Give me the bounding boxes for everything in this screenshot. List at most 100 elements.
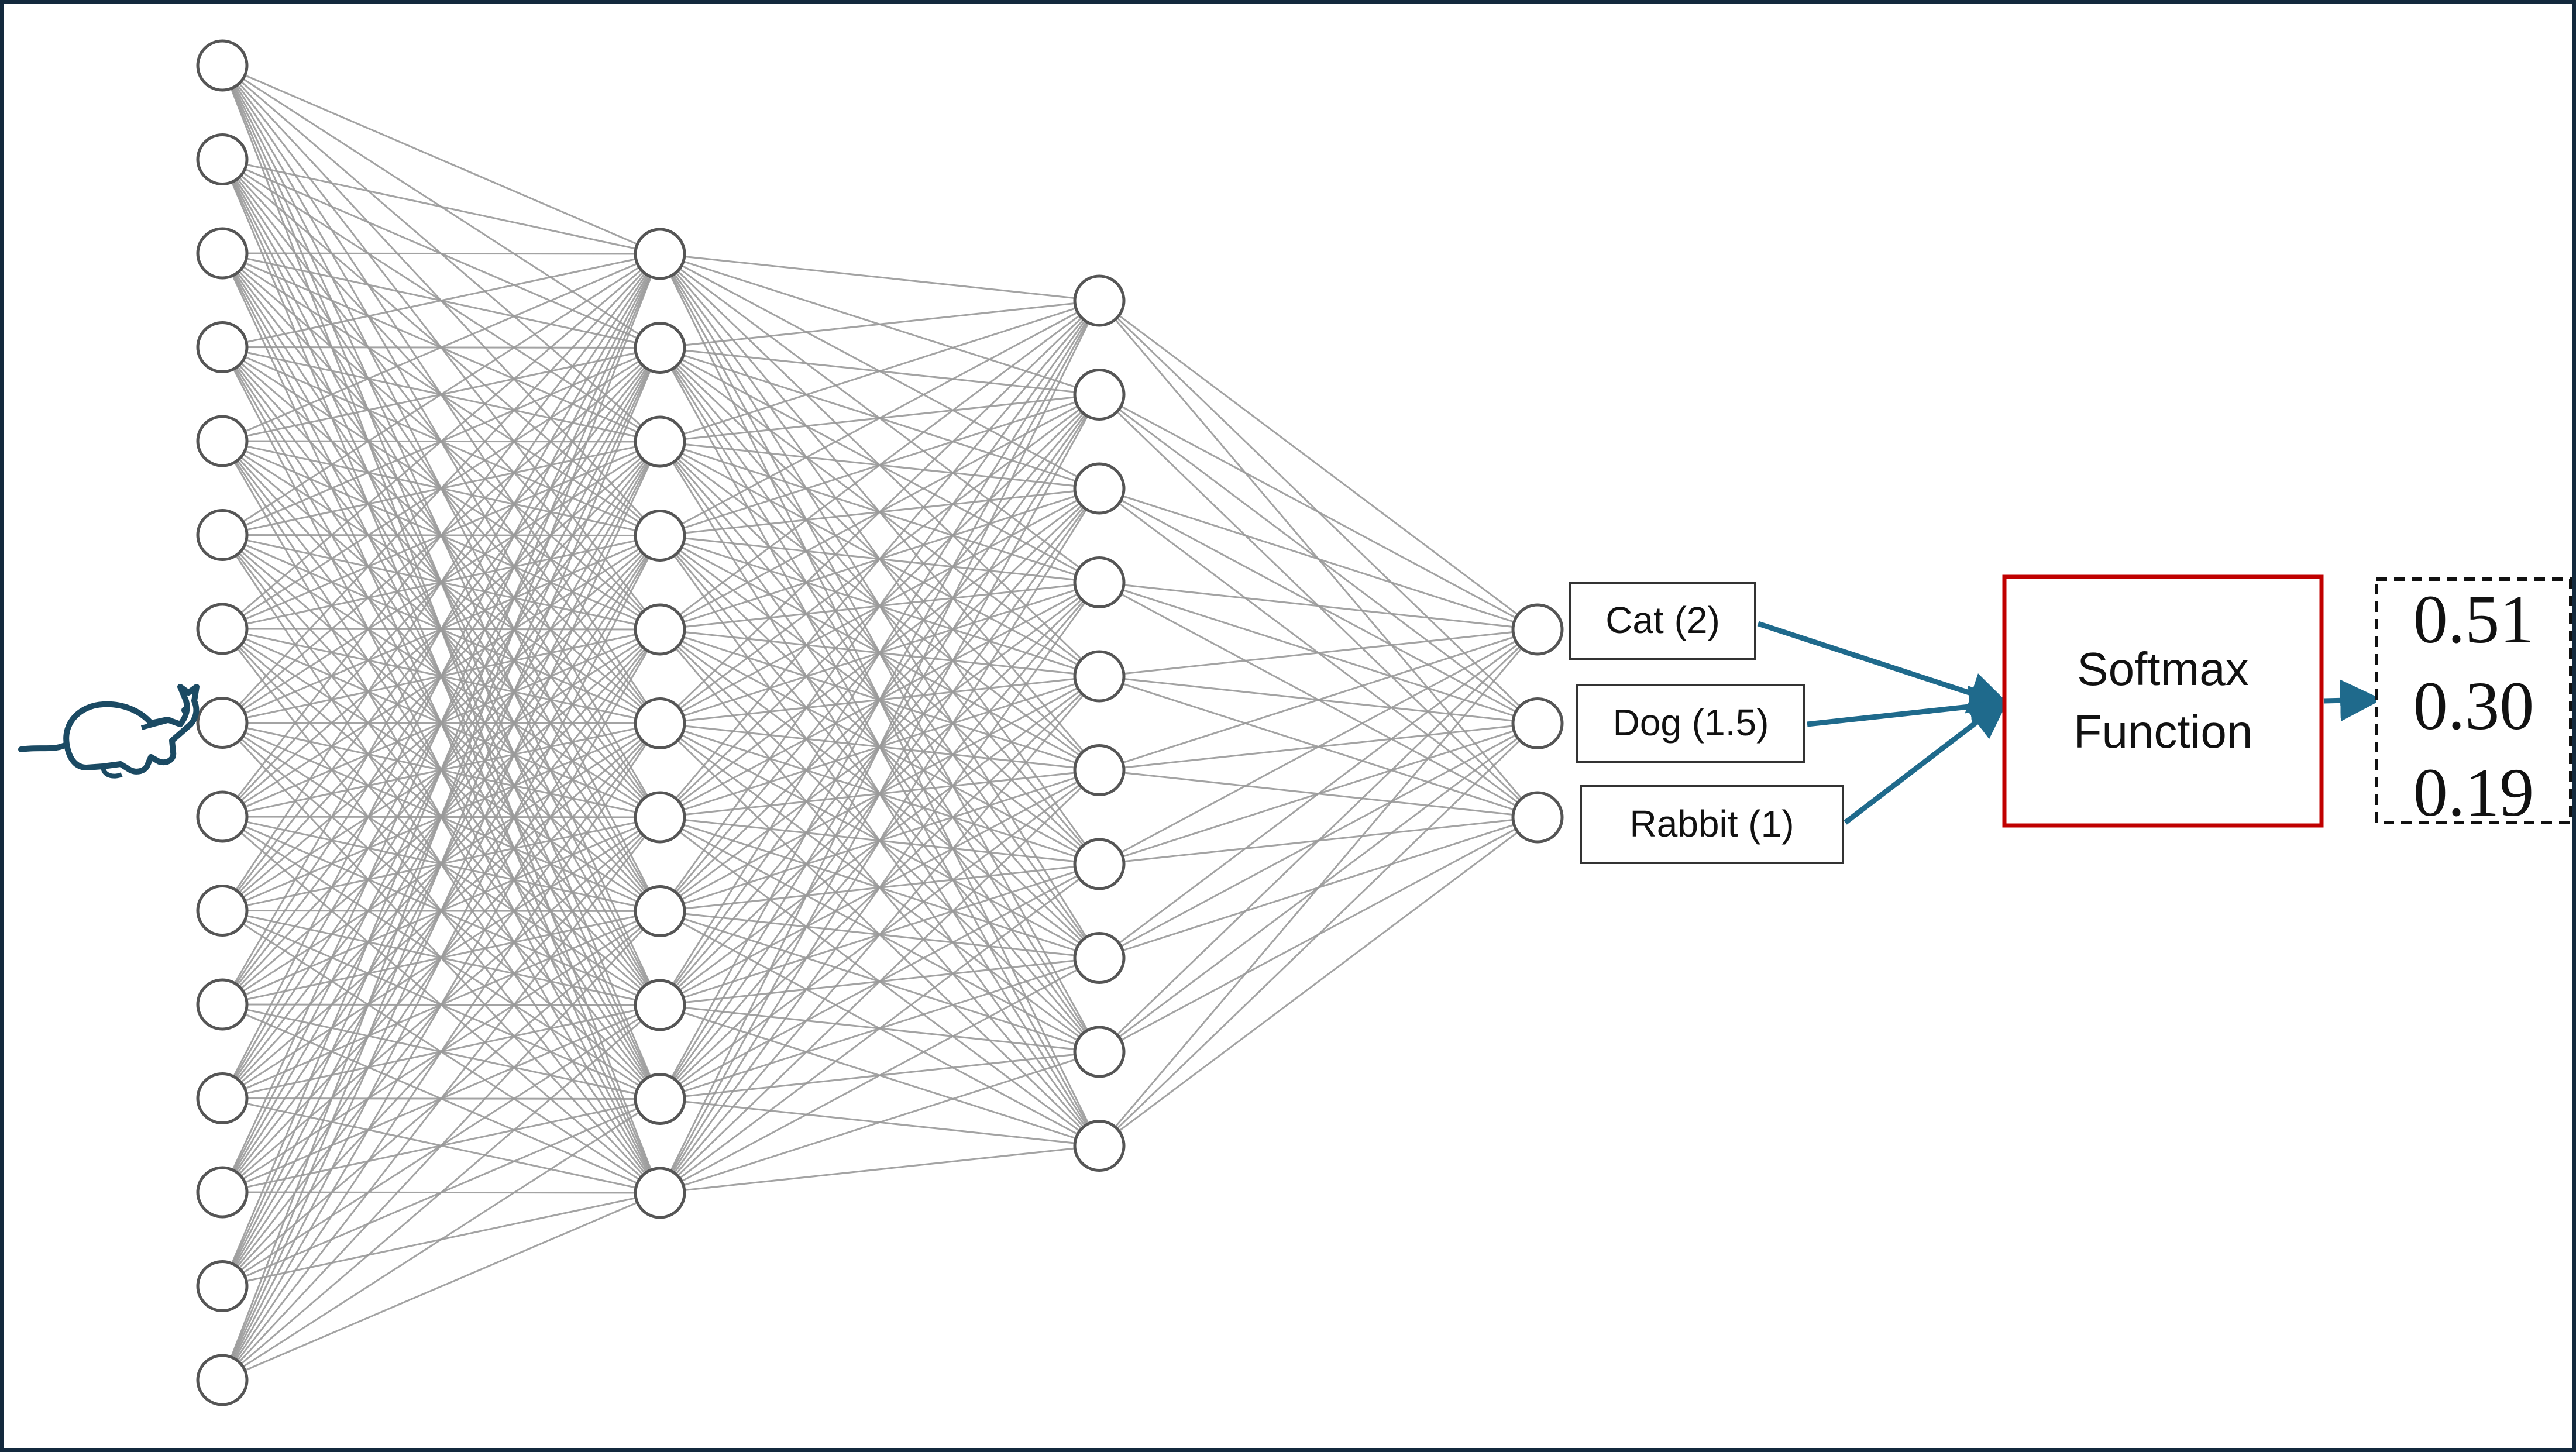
hidden1-node <box>634 791 686 844</box>
connection-edge <box>1099 300 1538 631</box>
connection-edge <box>659 676 1100 1193</box>
connection-edge <box>221 253 661 724</box>
input-node <box>196 603 249 655</box>
connection-edge <box>659 300 1100 1006</box>
connection-edge <box>1099 487 1538 631</box>
logit-cat-label: Cat (2) <box>1605 599 1720 641</box>
output-node <box>1511 791 1564 844</box>
hidden2-node <box>1073 274 1126 327</box>
input-node <box>196 133 249 185</box>
connection-edge <box>222 253 661 536</box>
connection-edge <box>222 159 661 255</box>
input-node <box>196 415 249 467</box>
connection-edge <box>1098 628 1539 1053</box>
connection-edge <box>221 253 661 1193</box>
arrow-dog-to-softmax <box>1807 686 2012 728</box>
connection-edge <box>1099 628 1538 959</box>
softmax-label-line2: Function <box>2073 706 2253 758</box>
input-node <box>196 697 249 749</box>
connection-edge <box>222 253 661 348</box>
hidden2-node <box>1073 1026 1126 1078</box>
input-node <box>196 227 249 280</box>
input-node <box>196 1260 249 1312</box>
connection-edge <box>659 1145 1100 1194</box>
probability-output-box: 0.51 0.30 0.19 <box>2375 577 2572 831</box>
connection-edge <box>659 769 1100 1194</box>
connection-edge <box>1099 394 1538 631</box>
connection-edge <box>222 253 661 630</box>
probability-rabbit: 0.19 <box>2413 754 2534 831</box>
connection-edge <box>1099 628 1538 865</box>
hidden1-node <box>634 228 686 280</box>
input-node <box>196 978 249 1031</box>
softmax-function-box: Softmax Function <box>2002 574 2324 828</box>
softmax-label-line1: Softmax <box>2077 643 2248 695</box>
logit-dog: Dog (1.5) <box>1576 684 1805 763</box>
connection-edge <box>659 863 1100 1194</box>
hidden2-node <box>1073 556 1126 608</box>
input-node <box>196 1166 249 1219</box>
hidden2-node <box>1073 1120 1126 1172</box>
logit-cat: Cat (2) <box>1569 582 1756 660</box>
input-node <box>196 509 249 561</box>
hidden1-node <box>634 510 686 562</box>
hidden2-node <box>1073 744 1126 796</box>
connection-edge <box>221 253 661 1005</box>
connection-edge <box>659 300 1100 536</box>
connection-edge <box>221 910 661 1381</box>
logit-rabbit-label: Rabbit (1) <box>1630 803 1794 845</box>
hidden1-node <box>634 1167 686 1219</box>
connection-edge <box>659 957 1100 1194</box>
input-node <box>196 1354 249 1406</box>
hidden2-node <box>1073 932 1126 984</box>
hidden2-node <box>1073 462 1126 515</box>
connection-edge <box>659 300 1100 443</box>
hidden1-node <box>634 697 686 749</box>
input-node <box>196 1072 249 1124</box>
connection-edge <box>221 253 661 1381</box>
arrow-softmax-to-output <box>2323 679 2382 722</box>
connection-edge <box>659 300 1100 1193</box>
connection-edge <box>221 441 661 1381</box>
hidden2-node <box>1073 650 1126 703</box>
hidden2-node <box>1073 838 1126 890</box>
connection-edge <box>221 722 661 1381</box>
connection-edge <box>222 1192 661 1381</box>
input-node <box>196 790 249 843</box>
connection-edge <box>221 253 661 1099</box>
connection-edge <box>221 629 661 1381</box>
connection-edge <box>221 253 661 1287</box>
hidden1-node <box>634 885 686 937</box>
probability-dog: 0.30 <box>2413 667 2534 744</box>
arrow-rabbit-to-softmax <box>1844 697 2010 825</box>
hidden1-node <box>634 322 686 374</box>
cat-icon <box>18 684 200 779</box>
connection-edge <box>222 253 661 442</box>
hidden1-node <box>634 1073 686 1125</box>
connection-edge <box>1099 628 1538 677</box>
connection-edge <box>222 252 661 255</box>
network-nodes <box>196 39 1564 1406</box>
neural-network-diagram: Cat (2) Dog (1.5) Rabbit (1) Softmax Fun… <box>18 39 2572 1406</box>
input-node <box>196 321 249 373</box>
network-connections <box>221 64 1539 1381</box>
logit-rabbit: Rabbit (1) <box>1580 785 1844 864</box>
hidden1-node <box>634 979 686 1031</box>
connection-edge <box>659 582 1100 1193</box>
connection-edge <box>221 535 661 1381</box>
probability-cat: 0.51 <box>2413 581 2534 658</box>
connection-edge <box>221 253 661 911</box>
connection-edge <box>222 64 661 255</box>
connection-edge <box>659 300 1100 349</box>
connection-edge <box>1099 816 1538 1147</box>
connection-edge <box>1098 722 1539 1147</box>
output-node <box>1511 603 1564 656</box>
connection-edge <box>221 817 661 1381</box>
input-node <box>196 39 249 92</box>
hidden1-node <box>634 603 686 656</box>
logit-dog-label: Dog (1.5) <box>1613 701 1769 744</box>
connection-edge <box>659 1051 1100 1194</box>
connection-edge <box>221 347 661 1381</box>
connection-edge <box>222 1004 661 1381</box>
hidden1-node <box>634 415 686 468</box>
